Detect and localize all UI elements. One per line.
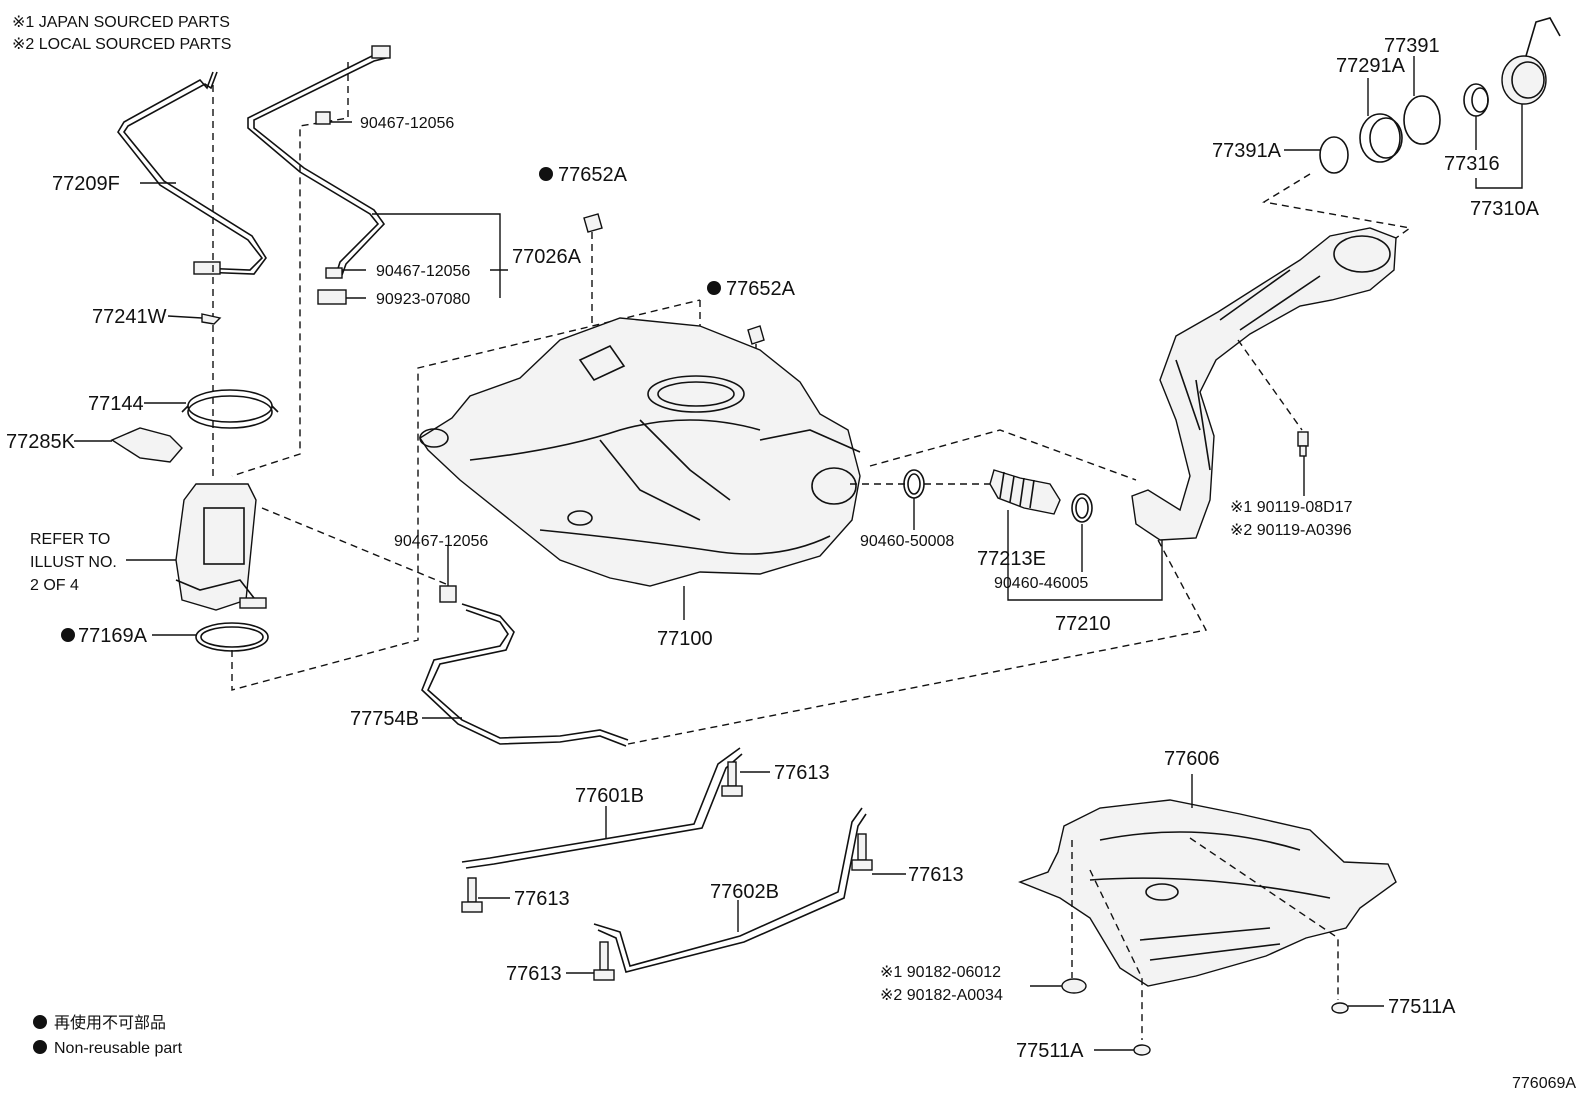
label-190119: ※1 90119-08D17 xyxy=(1230,499,1353,516)
legend-dot-jp xyxy=(33,1015,47,1029)
label-77285K: 77285K xyxy=(6,431,76,453)
label-90467-top: 90467-12056 xyxy=(360,115,454,132)
label-77511A-1: 77511A xyxy=(1388,996,1456,1018)
label-290182: ※2 90182-A0034 xyxy=(880,987,1003,1004)
band-77602B xyxy=(593,807,867,973)
ring-77291A xyxy=(1359,113,1403,163)
refer-line-3: 2 OF 4 xyxy=(30,577,79,594)
non-reusable-dot-77169A xyxy=(61,628,75,642)
legend-en: Non-reusable part xyxy=(54,1040,183,1057)
gasket-77316 xyxy=(1463,83,1489,117)
label-77606: 77606 xyxy=(1164,748,1220,770)
label-77144: 77144 xyxy=(88,393,144,415)
nut-90182 xyxy=(1061,978,1087,994)
ring-77391A xyxy=(1319,136,1349,174)
bolt-77613-d xyxy=(593,941,615,981)
vent-tube-77026A xyxy=(247,45,391,305)
figure-id: 776069A xyxy=(1512,1075,1576,1092)
label-77213E: 77213E xyxy=(977,548,1046,570)
label-77652A-2: 77652A xyxy=(726,278,796,300)
label-77652A-1: 77652A xyxy=(558,164,628,186)
fuel-cap-77310A xyxy=(1501,17,1561,105)
note-japan-sourced: ※1 JAPAN SOURCED PARTS xyxy=(12,14,230,31)
clamp-90460-46005 xyxy=(1071,493,1093,523)
label-77754B: 77754B xyxy=(350,708,419,730)
label-77210: 77210 xyxy=(1055,613,1111,635)
label-90467-mid: 90467-12056 xyxy=(376,263,470,280)
label-190182: ※1 90182-06012 xyxy=(880,964,1001,981)
clip-77511A-1 xyxy=(1331,1002,1349,1014)
label-77169A: 77169A xyxy=(78,625,148,647)
bolt-77613-c xyxy=(851,833,873,871)
label-77209F: 77209F xyxy=(52,173,120,195)
band-77601B xyxy=(461,747,743,869)
label-77391A: 77391A xyxy=(1212,140,1282,162)
retainer-ring-77144 xyxy=(181,389,279,429)
label-90923: 90923-07080 xyxy=(376,291,470,308)
clamp-90460-50008 xyxy=(903,469,925,499)
bolt-190119 xyxy=(1297,431,1309,457)
fuel-tank-77100 xyxy=(419,317,861,587)
bolt-77613-a xyxy=(721,761,743,797)
label-290119: ※2 90119-A0396 xyxy=(1230,522,1352,539)
clip-90467-top xyxy=(315,111,331,125)
note-local-sourced: ※2 LOCAL SOURCED PARTS xyxy=(12,36,231,53)
hose-77754B xyxy=(421,603,629,747)
hose-77213E xyxy=(989,469,1061,515)
clip-77652A-2 xyxy=(747,325,765,345)
label-90467-left: 90467-12056 xyxy=(394,533,488,550)
dash-tank-outline xyxy=(231,299,701,691)
label-77026A: 77026A xyxy=(512,246,582,268)
label-77291A: 77291A xyxy=(1336,55,1406,77)
dash-vent-axis xyxy=(231,62,349,477)
label-77613-c: 77613 xyxy=(908,864,964,886)
vent-tube-77209F xyxy=(117,71,267,275)
label-77511A-2: 77511A xyxy=(1016,1040,1084,1062)
label-77613-a: 77613 xyxy=(774,762,830,784)
protector-77606 xyxy=(1018,799,1397,987)
seal-77241W xyxy=(201,313,222,325)
clip-90467-left xyxy=(439,585,457,603)
label-77241W: 77241W xyxy=(92,306,167,328)
label-90460-46005: 90460-46005 xyxy=(994,575,1088,592)
label-77613-b: 77613 xyxy=(514,888,570,910)
bolt-77613-b xyxy=(461,877,483,913)
ring-77391 xyxy=(1403,95,1441,145)
label-77310A: 77310A xyxy=(1470,198,1540,220)
refer-line-1: REFER TO xyxy=(30,531,110,548)
refer-line-2: ILLUST NO. xyxy=(30,554,117,571)
label-77613-d: 77613 xyxy=(506,963,562,985)
cover-77285K xyxy=(110,427,183,463)
fuel-pump-assembly xyxy=(175,483,267,611)
clip-77511A-2 xyxy=(1133,1044,1151,1056)
label-77602B: 77602B xyxy=(710,881,779,903)
filler-pipe-77210 xyxy=(1131,227,1397,541)
legend-jp: 再使用不可部品 xyxy=(54,1014,166,1032)
label-77100: 77100 xyxy=(657,628,713,650)
label-90460-50008: 90460-50008 xyxy=(860,533,954,550)
legend-dot-en xyxy=(33,1040,47,1054)
clip-77652A-1 xyxy=(583,213,603,233)
label-77316: 77316 xyxy=(1444,153,1500,175)
label-77601B: 77601B xyxy=(575,785,644,807)
label-77391: 77391 xyxy=(1384,35,1440,57)
